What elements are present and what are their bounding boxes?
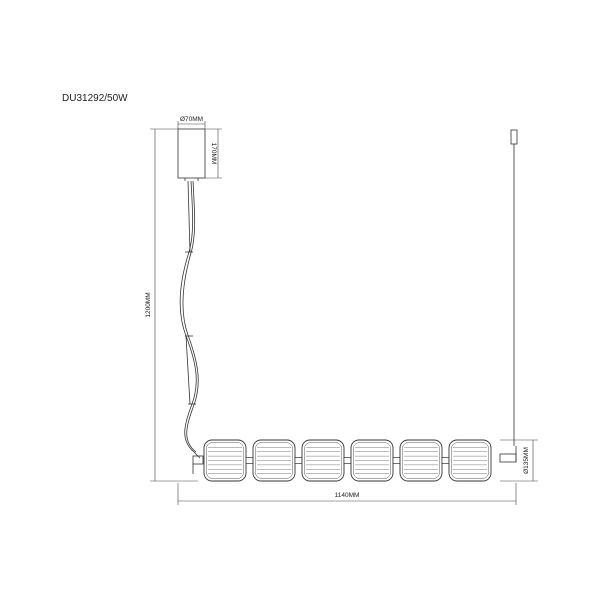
canopy-height-label: 170MM xyxy=(210,143,217,165)
bar-end-right xyxy=(499,446,517,463)
total-height-label: 1200MM xyxy=(145,292,152,317)
shade-diameter-label: Ø135MM xyxy=(523,447,530,474)
right-suspension-cable xyxy=(510,129,518,446)
shade xyxy=(350,439,394,482)
shade-diameter-dimension: Ø135MM xyxy=(500,439,538,482)
shades-row xyxy=(203,439,492,482)
canopy-diameter-label: Ø70MM xyxy=(180,116,203,123)
total-height-dimension: 1200MM xyxy=(145,128,198,482)
shade xyxy=(301,439,345,482)
canopy-height-dimension: 170MM xyxy=(205,128,222,179)
canopy-diameter-dimension: Ø70MM xyxy=(177,116,206,129)
shade-connector xyxy=(294,457,303,464)
shade-connector xyxy=(245,457,254,464)
shade xyxy=(252,439,296,482)
shade xyxy=(399,439,443,482)
left-suspension-cable xyxy=(179,180,201,459)
shade-connector xyxy=(343,457,352,464)
bar-end-left xyxy=(192,455,204,474)
total-width-label: 1140MM xyxy=(335,492,360,499)
shade xyxy=(203,439,247,482)
shade-connector xyxy=(441,457,450,464)
shade xyxy=(448,439,492,482)
model-number: DU31292/50W xyxy=(62,93,128,104)
shade-connector xyxy=(392,457,401,464)
canopy xyxy=(177,128,206,181)
total-width-dimension: 1140MM xyxy=(177,483,517,505)
